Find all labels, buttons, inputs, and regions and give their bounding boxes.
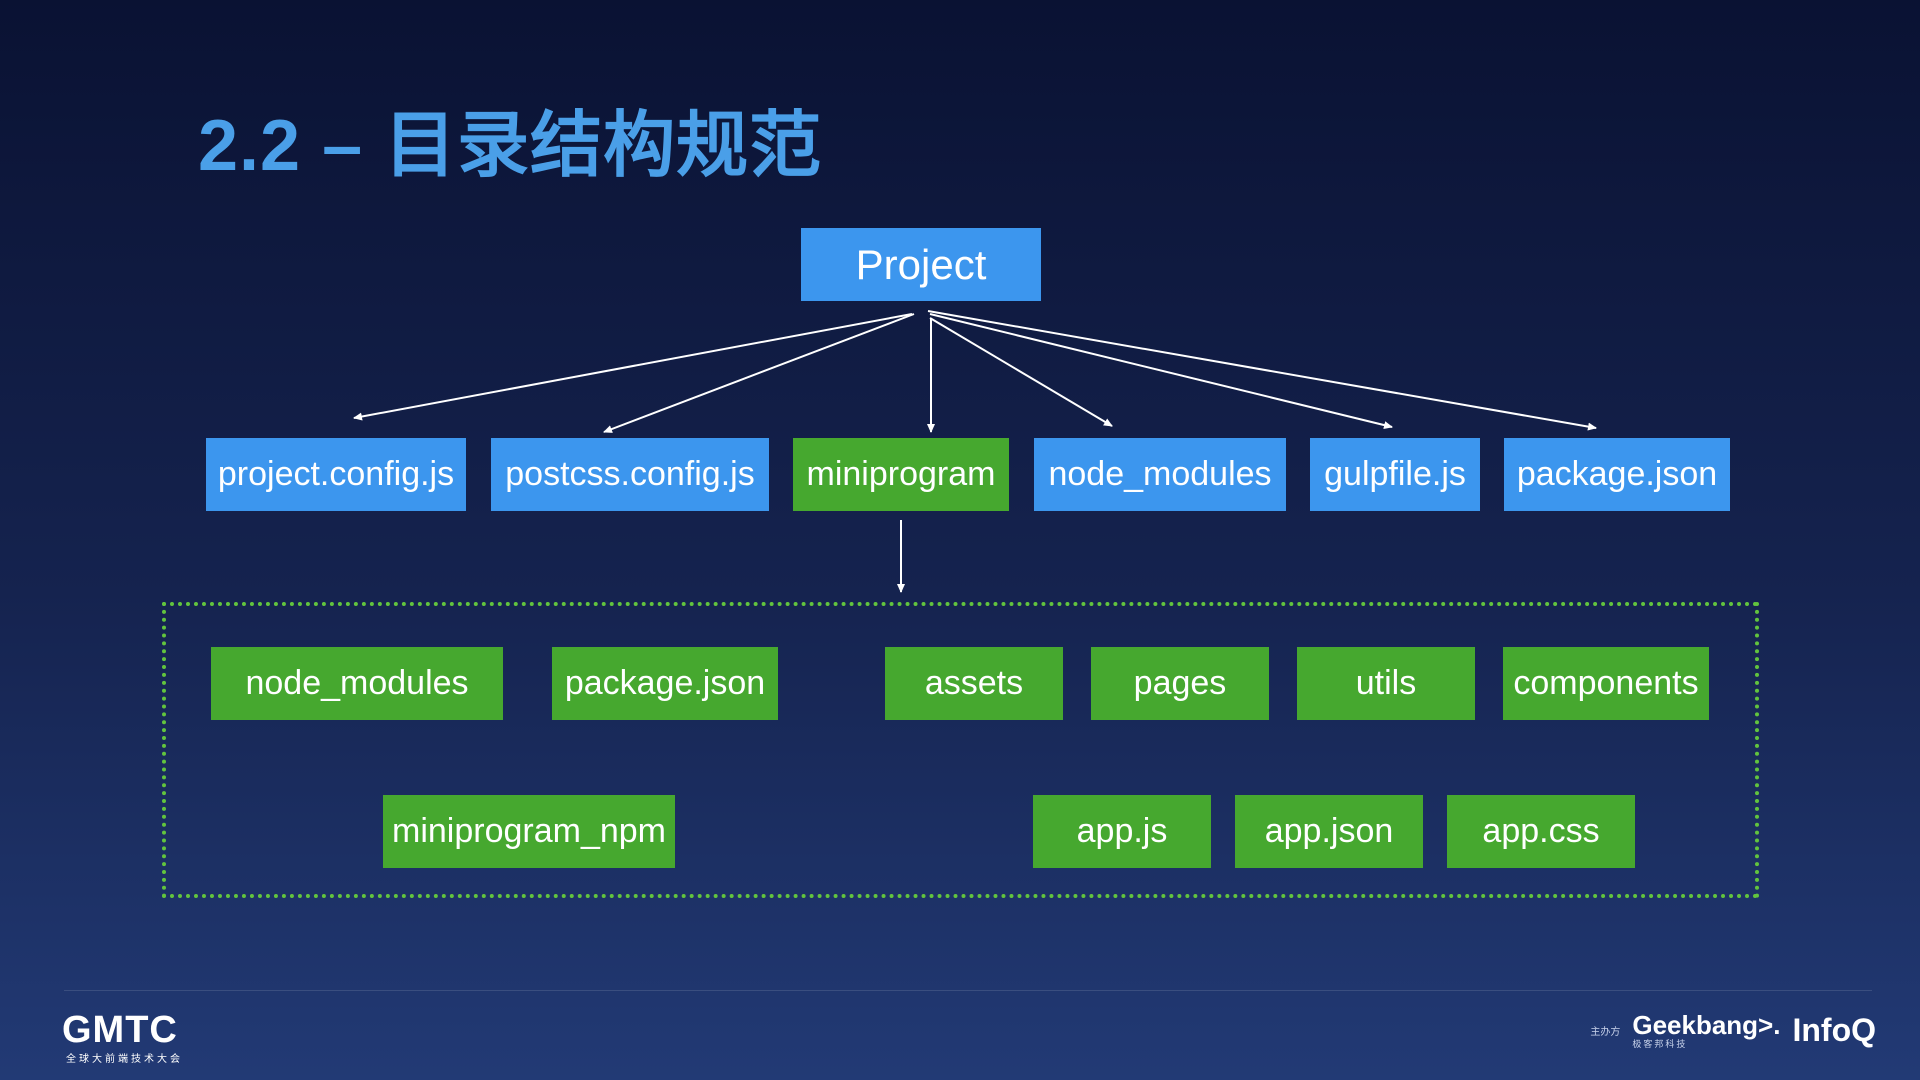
geekbang-logo: Geekbang>. 极客邦科技 [1632,1012,1780,1049]
gmtc-logo-subtitle: 全球大前端技术大会 [66,1054,183,1065]
mp-app-js: app.js [1033,795,1211,868]
geekbang-logo-subtitle: 极客邦科技 [1632,1039,1688,1049]
node-project-config-js: project.config.js [206,438,466,511]
mp-app-css: app.css [1447,795,1635,868]
mp-app-json: app.json [1235,795,1423,868]
mp-pages: pages [1091,647,1269,720]
gmtc-logo: GMTC 全球大前端技术大会 [62,1010,183,1065]
mp-utils: utils [1297,647,1475,720]
arrow-to-project-config [353,313,913,421]
gmtc-logo-text: GMTC [62,1009,178,1051]
node-gulpfile-js: gulpfile.js [1310,438,1480,511]
node-node-modules: node_modules [1034,438,1286,511]
node-package-json: package.json [1504,438,1730,511]
node-miniprogram: miniprogram [793,438,1009,511]
arrow-to-package-json [927,310,1597,431]
slide-title: 2.2 – 目录结构规范 [198,106,823,186]
mp-node-modules: node_modules [211,647,503,720]
organizer-label: 主办方 [1590,1027,1621,1038]
mp-assets: assets [885,647,1063,720]
arrow-to-postcss-config [603,313,915,433]
mp-components: components [1503,647,1709,720]
node-postcss-config-js: postcss.config.js [491,438,769,511]
geekbang-logo-text: Geekbang>. [1632,1010,1781,1040]
infoq-logo: InfoQ [1792,1012,1876,1048]
arrow-to-gulpfile [929,313,1393,429]
miniprogram-contents-group [162,602,1759,898]
mp-miniprogram-npm: miniprogram_npm [383,795,675,868]
arrow-to-node-modules [929,317,1113,427]
root-node-project: Project [801,228,1041,301]
footer-divider [64,990,1872,991]
mp-package-json: package.json [552,647,778,720]
sponsor-logos: 主办方 Geekbang>. 极客邦科技 InfoQ [1590,1012,1876,1049]
